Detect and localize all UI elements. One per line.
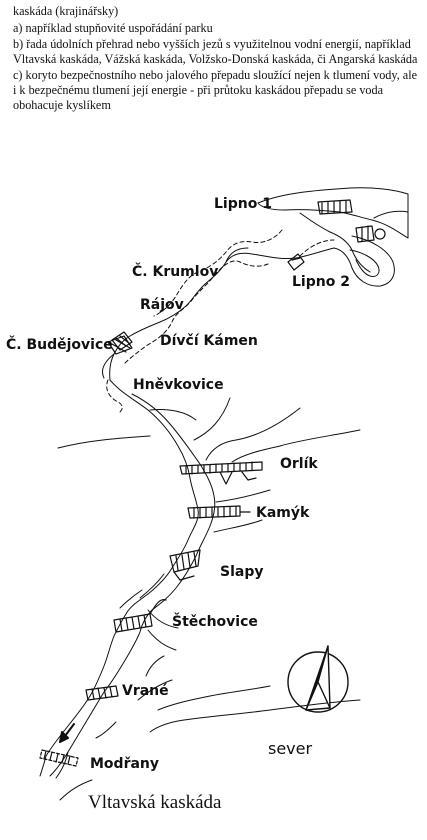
definition-term: kaskáda (krajinářsky) (13, 4, 119, 18)
label-kamyk: Kamýk (256, 505, 310, 521)
label-rajov: Rájov (140, 297, 184, 313)
dam-stechovice (113, 599, 167, 633)
flow-direction-arrow (59, 723, 75, 743)
town-ceske-budejovice (107, 335, 133, 355)
definition-item-c: c) koryto bezpečnostního nebo jalového p… (13, 68, 417, 112)
label-vrane: Vrané (122, 683, 169, 699)
dam-kamyk (187, 505, 251, 519)
label-cesky-krumlov: Č. Krumlov (132, 262, 218, 280)
lipno-loop-river (333, 235, 395, 287)
label-divci-kamen: Dívčí Kámen (160, 333, 258, 349)
label-orlik: Orlík (280, 456, 318, 472)
label-lipno-2: Lipno 2 (292, 274, 350, 290)
compass-label: sever (268, 739, 312, 758)
label-hnevkovice: Hněvkovice (133, 377, 224, 393)
tributaries (57, 397, 361, 801)
map-labels: Lipno 1 Lipno 2 Č. Krumlov Rájov Č. Budě… (6, 196, 350, 813)
dam-modrany (39, 749, 79, 767)
label-ceske-budejovice: Č. Budějovice (6, 335, 113, 353)
dam-lipno-1 (317, 199, 386, 243)
definition-item-b: b) řada údolních přehrad nebo vyšších je… (13, 37, 418, 66)
label-stechovice: Štěchovice (172, 612, 258, 630)
compass-icon (287, 645, 349, 713)
label-modrany: Modřany (90, 756, 159, 772)
label-slapy: Slapy (220, 564, 263, 580)
dam-vrane (85, 685, 119, 701)
dam-lipno-2 (287, 253, 305, 271)
dam-slapy (169, 549, 201, 581)
map-caption: Vltavská kaskáda (88, 792, 222, 813)
lipno-reservoir (257, 187, 409, 273)
region-border-upper (106, 229, 335, 413)
definition-item-a: a) například stupňovité uspořádání parku (13, 20, 213, 35)
vltava-lower-river (39, 379, 216, 779)
dam-orlik (179, 461, 263, 485)
definition-text: kaskáda (krajinářsky) a) například stupň… (13, 4, 421, 114)
vltava-upper-river (101, 247, 335, 381)
label-lipno-1: Lipno 1 (214, 196, 272, 212)
